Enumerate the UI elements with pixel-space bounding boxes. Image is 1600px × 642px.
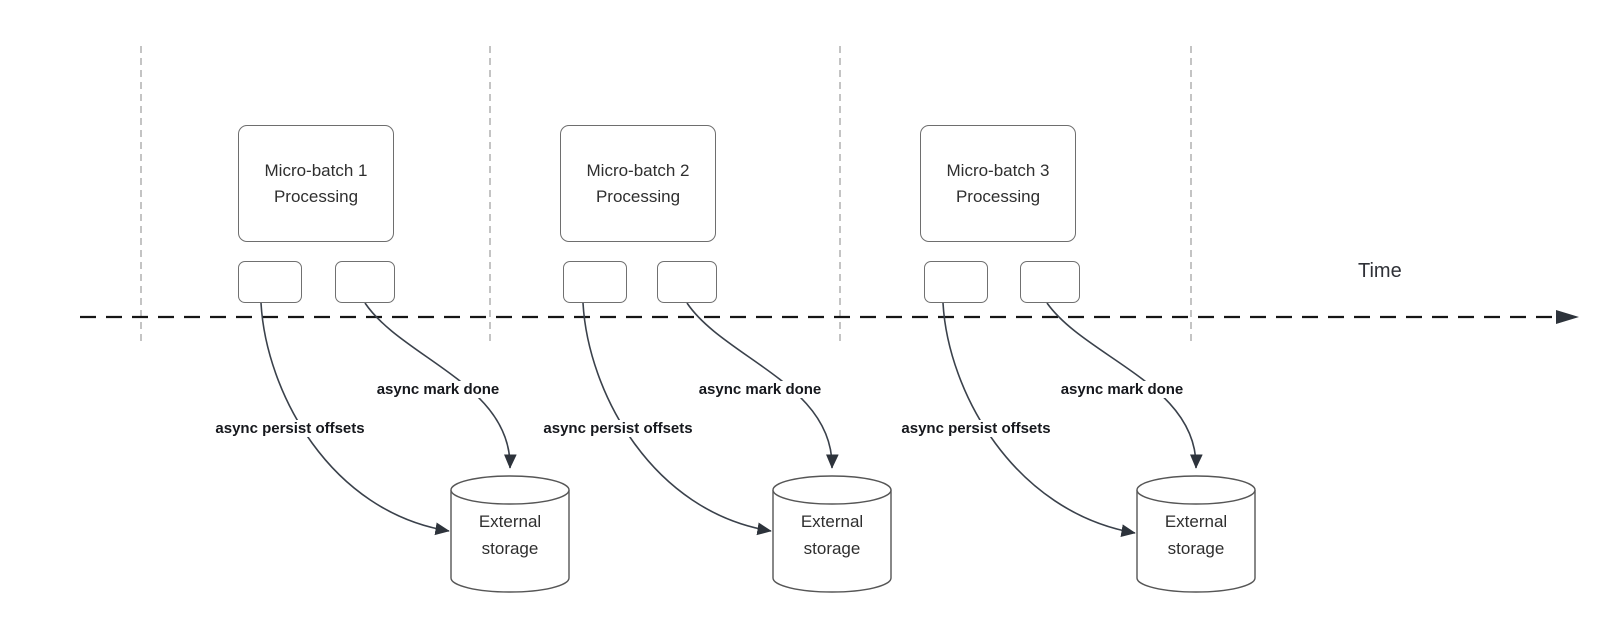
microbatch-3-offset-box-left [924, 261, 988, 303]
persist-offsets-label-1: async persist offsets [212, 420, 368, 437]
external-storage-label-1: External storage [478, 512, 542, 558]
external-storage-cylinder-2 [772, 475, 892, 593]
microbatch-3-processing-box: Micro-batch 3 Processing [920, 125, 1076, 242]
mark-done-label-3: async mark done [1057, 381, 1187, 398]
persist-offsets-label-3: async persist offsets [898, 420, 1054, 437]
persist-offsets-arrow-2 [582, 302, 772, 536]
time-axis-label: Time [1358, 260, 1402, 282]
external-storage-cylinders [450, 475, 1256, 593]
persist-offsets-arrow-1 [260, 302, 450, 536]
mark-done-arrow-1 [364, 302, 517, 469]
persist-offsets-arrow-3 [942, 302, 1136, 537]
mark-done-arrow-2 [686, 302, 839, 469]
async-edges [260, 302, 1203, 537]
mark-done-label-1: async mark done [373, 381, 503, 398]
microbatch-2-processing-box: Micro-batch 2 Processing [560, 125, 716, 242]
microbatch-2-offset-box-right [657, 261, 717, 303]
time-axis [80, 310, 1579, 324]
mark-done-arrow-3 [1046, 302, 1203, 469]
microbatch-1-processing-box: Micro-batch 1 Processing [238, 125, 394, 242]
microbatch-3-offset-box-right [1020, 261, 1080, 303]
persist-offsets-label-2: async persist offsets [540, 420, 696, 437]
batch-interval-gridlines [140, 46, 1192, 341]
time-axis-arrowhead-icon [1556, 310, 1579, 324]
mark-done-label-2: async mark done [695, 381, 825, 398]
microbatch-1-offset-box-right [335, 261, 395, 303]
external-storage-label-3: External storage [1164, 512, 1228, 558]
microbatch-1-offset-box-left [238, 261, 302, 303]
external-storage-cylinder-3 [1136, 475, 1256, 593]
external-storage-label-2: External storage [800, 512, 864, 558]
external-storage-cylinder-1 [450, 475, 570, 593]
microbatch-2-offset-box-left [563, 261, 627, 303]
